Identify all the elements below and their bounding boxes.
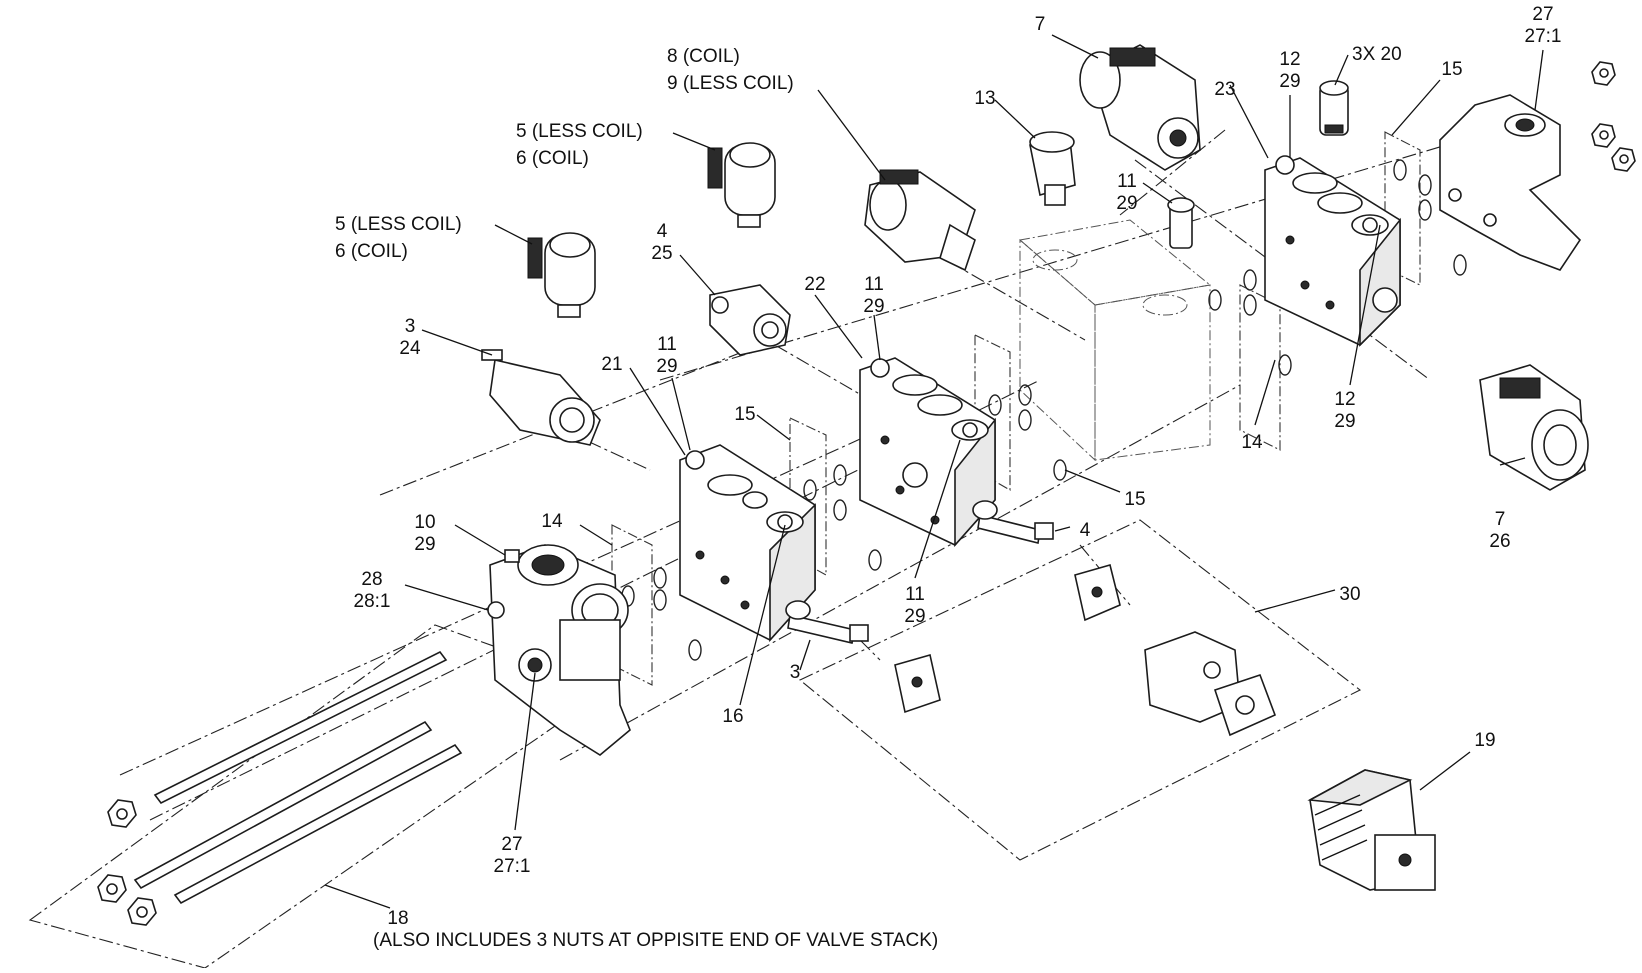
nut-icon [1591, 61, 1616, 86]
callout-4: 4 [1080, 520, 1091, 541]
valve-section-23 [1264, 155, 1401, 347]
callout-23: 23 [1214, 79, 1235, 100]
callout-18: 18 [387, 908, 408, 929]
outlet-nuts [1591, 61, 1636, 172]
nut-icon [1611, 147, 1636, 172]
cartridge-13 [1029, 131, 1076, 206]
callout-15-left: 15 [734, 404, 755, 425]
o-rings [621, 159, 1467, 661]
leader-lines [324, 34, 1544, 909]
callout-14-left: 14 [541, 511, 563, 532]
callout-30: 30 [1339, 584, 1360, 605]
callout-19: 19 [1474, 730, 1495, 751]
callout-15-top: 15 [1441, 59, 1462, 80]
tie-rods [97, 650, 463, 926]
solenoid-coil-5-upper [707, 142, 776, 228]
callout-14-right: 14 [1241, 432, 1263, 453]
solenoid-valve-3 [481, 349, 601, 446]
callout-8-coil: 8 (COIL)9 (LESS COIL) [667, 46, 794, 94]
callout-7-top: 7 [1035, 14, 1046, 35]
nut-icon [97, 874, 127, 903]
callout-5-less-coil-lower: 5 (LESS COIL)6 (COIL) [335, 214, 462, 262]
nut-icon [107, 799, 137, 828]
valve-4 [709, 284, 791, 356]
callout-13: 13 [974, 88, 995, 109]
plug-20 [1319, 80, 1349, 136]
mounting-block [1018, 219, 1212, 462]
solenoid-7-top [1079, 44, 1201, 171]
valve-section-22 [859, 357, 1054, 548]
callout-15-middle: 15 [1124, 489, 1145, 510]
callout-3: 3 [790, 662, 801, 683]
callout-5-less-coil-upper: 5 (LESS COIL)6 (COIL) [516, 121, 643, 169]
handle-kit-parts [894, 564, 1277, 737]
solenoid-7-bottom [1479, 364, 1589, 491]
solenoid-8 [864, 169, 976, 272]
valve-section-21 [679, 444, 869, 644]
nut-icon [1591, 123, 1616, 148]
solenoid-coil-5-lower [527, 232, 596, 318]
cartridge-11 [1167, 197, 1195, 249]
kit-note: (ALSO INCLUDES 3 NUTS AT OPPISITE END OF… [373, 930, 938, 951]
callout-21: 21 [601, 354, 622, 375]
callout-22: 22 [804, 274, 825, 295]
outlet-end-section [1439, 94, 1582, 271]
inlet-section [487, 544, 631, 756]
rubber-boot-19 [1307, 769, 1436, 891]
callout-3x20: 3X 20 [1352, 44, 1402, 65]
nut-icon [127, 897, 157, 926]
callout-16: 16 [722, 706, 743, 727]
